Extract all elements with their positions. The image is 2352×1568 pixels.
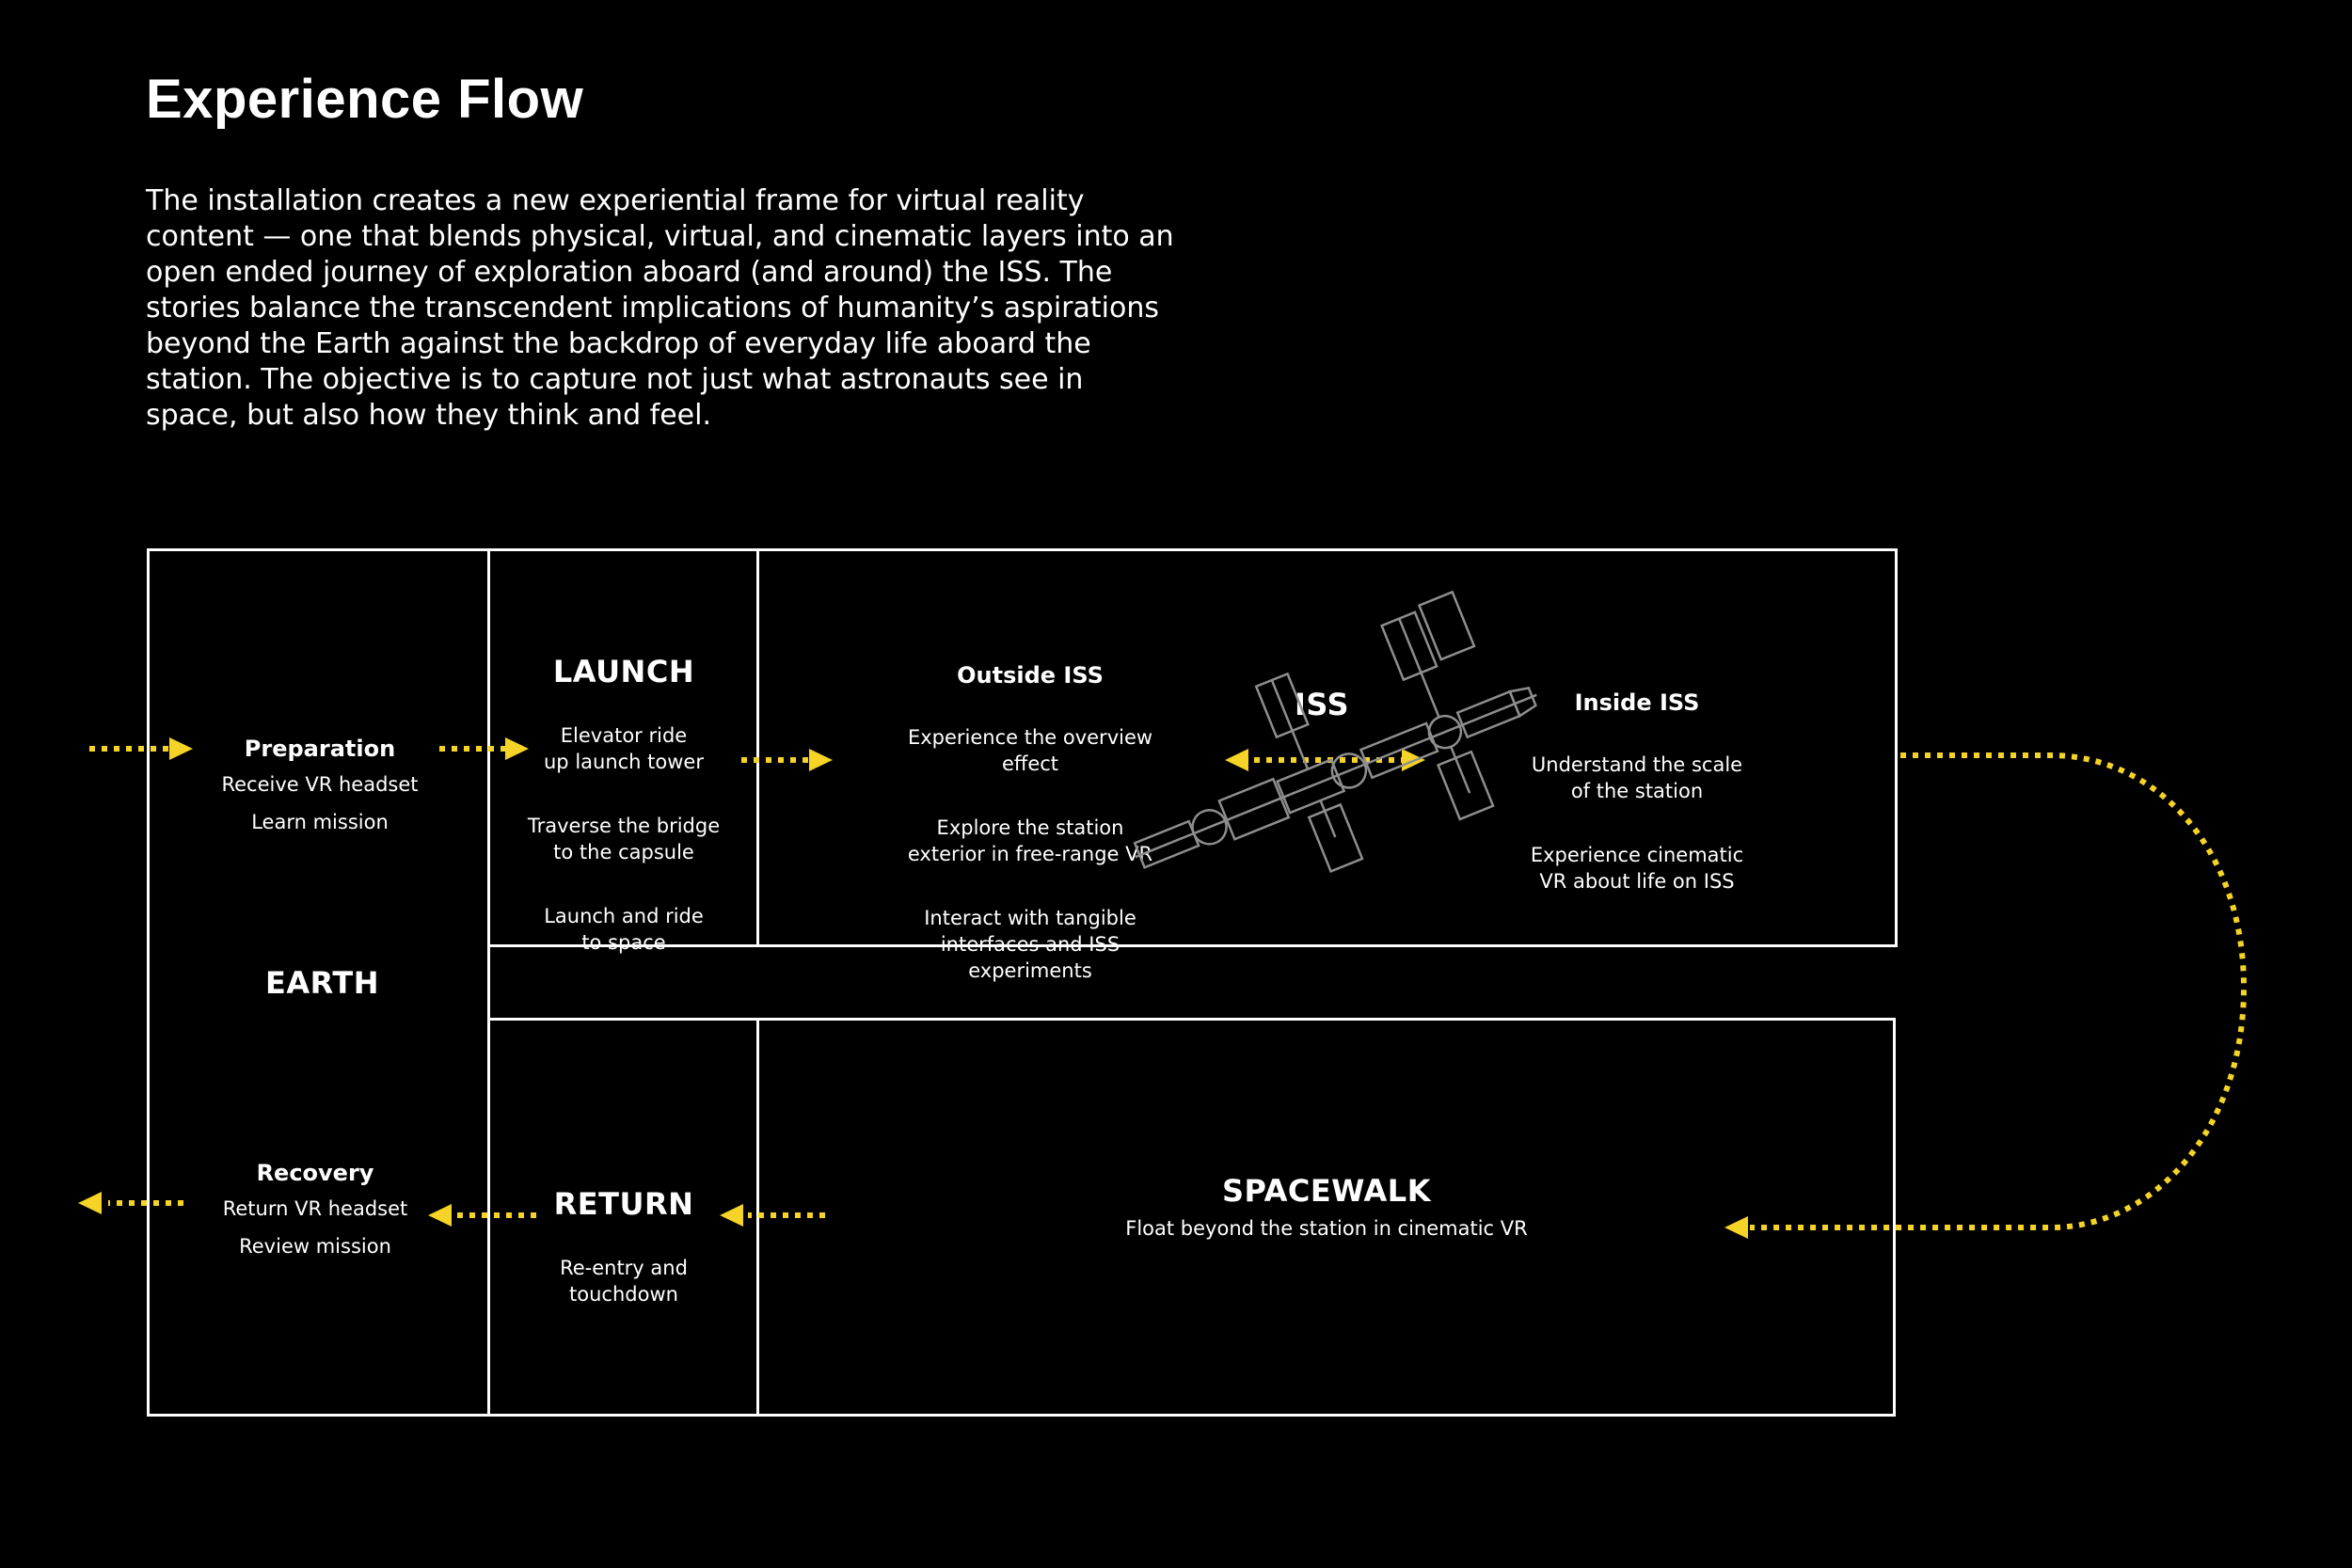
inside-iss-block: Inside ISS Understand the scale of the s… — [1486, 663, 1788, 932]
return-item: Re-entry and touchdown — [560, 1257, 688, 1306]
arrowhead — [505, 737, 529, 760]
inside-iss-item: Understand the scale of the station — [1531, 753, 1743, 802]
outside-iss-title: Outside ISS — [957, 662, 1104, 689]
earth-label: EARTH — [265, 965, 379, 1001]
preparation-block: Preparation Receive VR headset Learn mis… — [174, 736, 466, 847]
recovery-item: Return VR headset — [222, 1197, 408, 1220]
spacewalk-item: Float beyond the station in cinematic VR — [1125, 1217, 1528, 1240]
preparation-item: Receive VR headset — [221, 773, 419, 796]
inside-iss-item: Experience cinematic VR about life on IS… — [1530, 844, 1744, 893]
outside-iss-item: Interact with tangible interfaces and IS… — [924, 907, 1136, 982]
return-block: RETURN Re-entry and touchdown — [497, 1164, 751, 1345]
arrowhead — [1225, 749, 1248, 771]
inside-iss-title: Inside ISS — [1574, 689, 1700, 716]
arrowhead — [78, 1192, 102, 1214]
launch-item: Elevator ride up launch tower — [544, 724, 704, 773]
space-station-icon — [1133, 590, 1537, 874]
outside-iss-item: Explore the station exterior in free-ran… — [907, 816, 1153, 865]
outside-iss-item: Experience the overview effect — [907, 726, 1153, 775]
page-title: Experience Flow — [146, 69, 584, 130]
return-label: RETURN — [553, 1186, 694, 1222]
launch-item: Launch and ride to space — [544, 905, 704, 954]
arrowhead — [169, 737, 193, 760]
recovery-item: Review mission — [239, 1235, 391, 1258]
iss-box — [756, 548, 1898, 947]
launch-block: LAUNCH Elevator ride up launch tower Tra… — [497, 632, 751, 993]
spacewalk-label: SPACEWALK — [1222, 1173, 1431, 1209]
arrowhead — [428, 1204, 452, 1227]
arrow-iss-to-spacewalk — [1750, 752, 2248, 1230]
arrowhead — [1724, 1216, 1748, 1239]
launch-item: Traverse the bridge to the capsule — [527, 815, 721, 863]
recovery-title: Recovery — [256, 1160, 374, 1186]
intro-paragraph: The installation creates a new experient… — [146, 184, 1174, 432]
arrowhead — [809, 749, 833, 771]
preparation-title: Preparation — [244, 736, 396, 762]
outside-iss-block: Outside ISS Experience the overview effe… — [870, 636, 1190, 1022]
arrowhead — [720, 1204, 743, 1227]
spacewalk-box — [756, 1018, 1896, 1417]
spacewalk-block: SPACEWALK Float beyond the station in ci… — [1044, 1173, 1609, 1253]
recovery-block: Recovery Return VR headset Review missio… — [169, 1160, 461, 1271]
launch-label: LAUNCH — [552, 654, 695, 689]
earth-box — [147, 548, 490, 1417]
preparation-item: Learn mission — [251, 811, 389, 833]
